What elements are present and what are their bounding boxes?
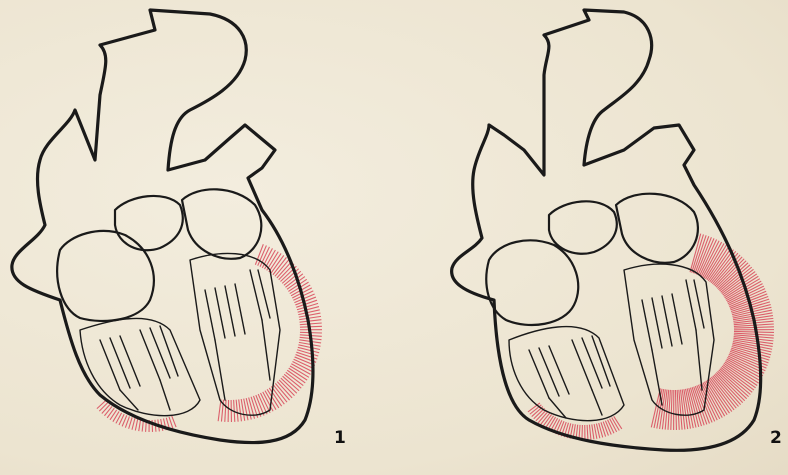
hatch-stroke (300, 326, 322, 327)
hatch-stroke (298, 307, 319, 313)
right-ventricle-1 (80, 318, 200, 415)
hatch-stroke (129, 417, 133, 428)
aortic-root-1 (182, 189, 261, 258)
hatch-stroke (284, 374, 301, 388)
heart-diagram-2: 2 (394, 0, 788, 475)
hatch-stroke (225, 400, 226, 422)
hatch-stroke (300, 323, 322, 325)
pulmonary-valve-2 (549, 201, 617, 253)
hatch-stroke (286, 372, 304, 385)
hatch-stroke (589, 425, 590, 440)
hatch-stroke (110, 410, 117, 420)
hatch-stroke (107, 408, 114, 418)
hatch-stroke (275, 259, 289, 276)
hatch-stroke (605, 421, 611, 435)
hatch-stroke (102, 405, 110, 414)
heart-drawing-1 (0, 0, 394, 475)
hatch-stroke (300, 320, 322, 322)
heart-diagram-1: 1 (0, 0, 394, 475)
hatch-stroke (734, 331, 774, 332)
hatch-stroke (273, 385, 287, 402)
hatch-stroke (279, 380, 294, 396)
figure-number-1: 1 (334, 428, 346, 448)
hatch-stroke (675, 390, 676, 430)
chordae-tendineae-1 (100, 270, 270, 410)
figure-number-2: 2 (770, 428, 782, 448)
hatch-stroke (132, 418, 135, 430)
left-atrium-1 (57, 231, 154, 321)
hatch-stroke (671, 390, 672, 430)
hatch-stroke (104, 406, 112, 415)
pulmonary-valve-1 (115, 196, 183, 250)
hatch-stroke (277, 382, 292, 398)
hatch-stroke (239, 399, 242, 421)
hatch-stroke (297, 350, 318, 356)
myocardium-hatch-1 (97, 244, 322, 432)
hatch-stroke (587, 425, 588, 440)
hatch-stroke (603, 422, 608, 436)
hatch-stroke (139, 419, 141, 431)
hatch-stroke (275, 383, 289, 400)
hatch-stroke (236, 400, 238, 422)
hatch-stroke (135, 419, 137, 431)
hatch-stroke (594, 424, 597, 439)
hatch-stroke (273, 257, 287, 274)
hatch-stroke (99, 403, 107, 412)
right-ventricle-2 (509, 327, 624, 421)
hatch-stroke (277, 262, 292, 278)
hatch-stroke (281, 378, 297, 393)
aortic-root-2 (616, 194, 698, 263)
heart-outline-1 (12, 10, 313, 443)
heart-drawing-2 (394, 0, 788, 475)
hatch-stroke (218, 399, 221, 421)
hatch-stroke (283, 376, 300, 391)
left-atrium-2 (486, 240, 578, 325)
hatch-stroke (97, 401, 106, 409)
hatch-stroke (592, 424, 594, 439)
